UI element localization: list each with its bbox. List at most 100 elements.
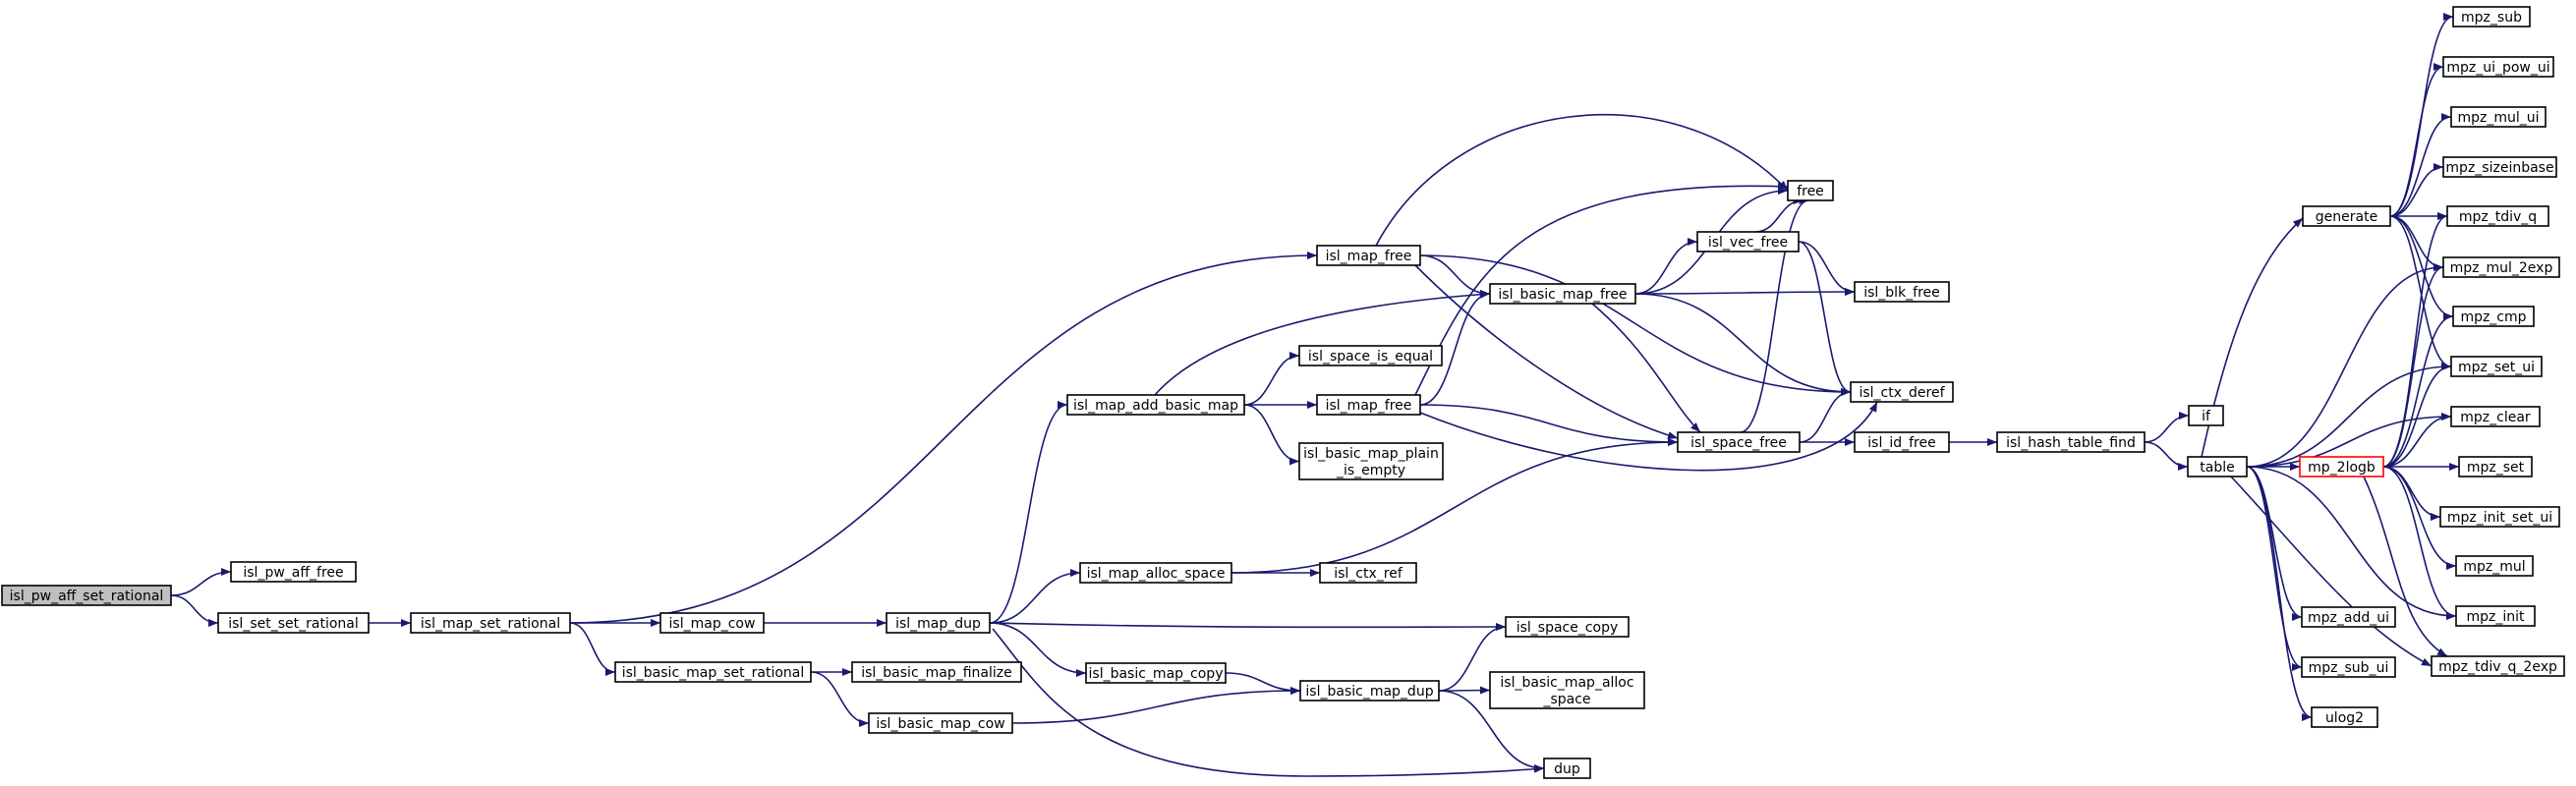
node-box	[2439, 506, 2560, 528]
node-box	[2187, 456, 2248, 477]
node-box	[2452, 306, 2535, 327]
node-box	[659, 612, 765, 634]
node-mpz-mul-ui[interactable]: mpz_mul_ui	[2450, 106, 2547, 128]
edge-mp_2logb-to-mpz_tdiv_q_2exp	[2363, 476, 2448, 657]
node-bmap-cow[interactable]: isl_basic_map_cow	[868, 712, 1013, 734]
node-map-free-top[interactable]: isl_map_free	[1316, 245, 1421, 266]
node-label: isl_basic_map_set_rational	[622, 665, 805, 681]
node-vec-free[interactable]: isl_vec_free	[1696, 231, 1800, 253]
node-bmap-set-rational[interactable]: isl_basic_map_set_rational	[614, 661, 812, 683]
node-ctx-deref[interactable]: isl_ctx_deref	[1850, 381, 1954, 403]
node-mpz-sizeinbase[interactable]: mpz_sizeinbase	[2442, 156, 2557, 178]
node-mpz-init[interactable]: mpz_init	[2455, 605, 2536, 627]
node-mpz-tdiv-q-2exp[interactable]: mpz_tdiv_q_2exp	[2431, 655, 2565, 677]
node-box	[1489, 671, 1645, 709]
node-bmap-free[interactable]: isl_basic_map_free	[1489, 283, 1636, 305]
node-label: mpz_ui_pow_ui	[2446, 60, 2549, 76]
node-if[interactable]: if	[2188, 405, 2224, 426]
node-generate[interactable]: generate	[2302, 205, 2391, 227]
node-box	[851, 661, 1022, 683]
edge-path	[810, 671, 870, 727]
node-mpz-mul[interactable]: mpz_mul	[2455, 555, 2534, 577]
node-mpz-set[interactable]: mpz_set	[2458, 456, 2533, 477]
node-box	[217, 612, 370, 634]
edge-map_free_mid-to-space_free	[1419, 404, 1679, 446]
node-mpz-init-set-ui[interactable]: mpz_init_set_ui	[2439, 506, 2560, 528]
node-label: mpz_tdiv_q	[2459, 209, 2537, 225]
edge-map_dup-to-space_copy	[989, 622, 1507, 632]
node-box	[2431, 655, 2565, 677]
node-box	[2455, 605, 2536, 627]
edge-path	[1634, 238, 1698, 295]
node-pw-aff-free[interactable]: isl_pw_aff_free	[230, 561, 357, 583]
node-mpz-sub-ui[interactable]: mpz_sub_ui	[2301, 656, 2396, 678]
edge-path	[2382, 413, 2452, 468]
node-mpz-set-ui[interactable]: mpz_set_ui	[2450, 356, 2543, 377]
edge-root-to-set_set_rational	[170, 594, 219, 627]
edge-table-to-mpz_set_ui	[2246, 363, 2452, 468]
node-map-cow[interactable]: isl_map_cow	[659, 612, 765, 634]
edge-mp_2logb-to-mpz_init	[2382, 466, 2457, 620]
node-bmap-dup[interactable]: isl_basic_map_dup	[1299, 680, 1440, 702]
node-mpz-sub[interactable]: mpz_sub	[2452, 6, 2531, 28]
edge-path	[1740, 196, 1809, 433]
node-label: mpz_set_ui	[2458, 360, 2535, 375]
edge-map_add_basic_map-to-space_is_equal	[1243, 352, 1300, 406]
node-space-copy[interactable]: isl_space_copy	[1505, 616, 1630, 638]
edge-map_dup-to-map_alloc_space	[989, 569, 1081, 624]
node-free[interactable]: free	[1787, 180, 1834, 201]
node-bmap-finalize[interactable]: isl_basic_map_finalize	[851, 661, 1022, 683]
node-dup[interactable]: dup	[1543, 758, 1591, 779]
node-box	[1854, 431, 1950, 453]
node-label: isl_space_is_equal	[1308, 349, 1433, 365]
edge-path	[1438, 690, 1545, 772]
node-box	[2442, 256, 2560, 278]
node-id-free[interactable]: isl_id_free	[1854, 431, 1950, 453]
node-label: isl_map_free	[1326, 249, 1412, 264]
node-mp-2logb[interactable]: mp_2logb	[2299, 456, 2384, 477]
node-root[interactable]: isl_pw_aff_set_rational	[1, 585, 172, 606]
node-mpz-ui-pow-ui[interactable]: mpz_ui_pow_ui	[2442, 56, 2554, 78]
node-label: isl_set_set_rational	[228, 616, 359, 632]
node-blk-free[interactable]: isl_blk_free	[1854, 281, 1950, 303]
node-mpz-add-ui[interactable]: mpz_add_ui	[2301, 606, 2396, 628]
node-mpz-mul-2exp[interactable]: mpz_mul_2exp	[2442, 256, 2560, 278]
node-hash-table-find[interactable]: isl_hash_table_find	[1996, 431, 2146, 453]
node-map-alloc-space[interactable]: isl_map_alloc_space	[1079, 562, 1232, 584]
node-label: isl_basic_map_plain	[1303, 446, 1439, 462]
edge-path	[1419, 404, 1679, 446]
node-mpz-clear[interactable]: mpz_clear	[2450, 406, 2541, 427]
edge-path	[1419, 254, 1491, 298]
node-mpz-tdiv-q[interactable]: mpz_tdiv_q	[2446, 205, 2549, 227]
node-map-dup[interactable]: isl_map_dup	[886, 612, 991, 634]
node-box	[2446, 205, 2549, 227]
node-map-free-mid[interactable]: isl_map_free	[1316, 394, 1421, 416]
edge-path	[1243, 352, 1300, 406]
edge-path	[2246, 363, 2452, 468]
node-label: isl_basic_map_finalize	[861, 665, 1012, 681]
edge-path	[989, 622, 1507, 632]
node-space-free[interactable]: isl_space_free	[1677, 431, 1801, 453]
node-ulog2[interactable]: ulog2	[2311, 706, 2378, 728]
edge-path	[1154, 290, 1491, 396]
node-bmap-copy[interactable]: isl_basic_map_copy	[1085, 662, 1227, 684]
node-label: mpz_add_ui	[2308, 610, 2389, 626]
node-space-is-equal[interactable]: isl_space_is_equal	[1298, 345, 1443, 366]
node-map-add-basic-map[interactable]: isl_map_add_basic_map	[1066, 394, 1245, 416]
node-bmap-alloc-space[interactable]: isl_basic_map_alloc_space	[1489, 671, 1645, 709]
node-label: mpz_mul_2exp	[2450, 260, 2553, 276]
node-set-set-rational[interactable]: isl_set_set_rational	[217, 612, 370, 634]
edge-path	[2246, 263, 2444, 468]
node-table[interactable]: table	[2187, 456, 2248, 477]
edge-bmap_dup-to-space_copy	[1438, 623, 1507, 692]
edge-path	[2382, 363, 2452, 468]
node-mpz-cmp[interactable]: mpz_cmp	[2452, 306, 2535, 327]
node-ctx-ref[interactable]: isl_ctx_ref	[1319, 562, 1417, 584]
edge-path	[1419, 254, 1852, 396]
edge-path	[2389, 63, 2444, 217]
edge-path	[2389, 215, 2444, 271]
node-label: if	[2202, 409, 2211, 424]
node-box	[2442, 56, 2554, 78]
node-map-set-rational[interactable]: isl_map_set_rational	[410, 612, 571, 634]
node-bmap-plain-is-empty[interactable]: isl_basic_map_plain_is_empty	[1298, 442, 1444, 480]
